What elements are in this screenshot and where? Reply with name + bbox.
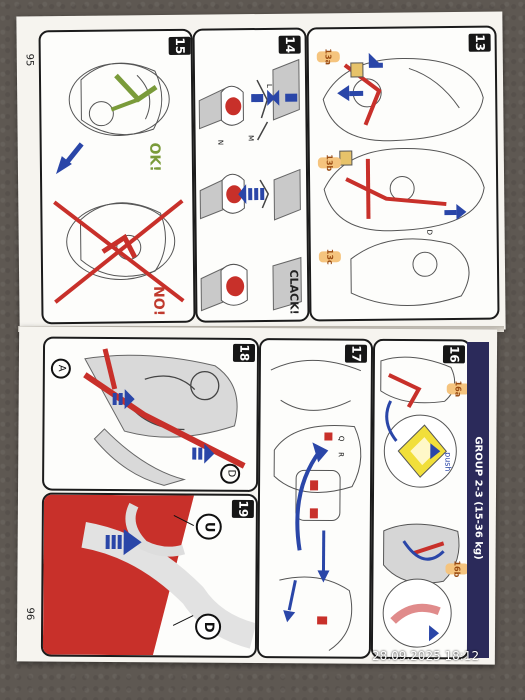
page-number: 96 — [23, 607, 36, 621]
panel-15-illustration — [53, 62, 185, 304]
group-header-bar — [467, 342, 489, 658]
letter-q: Q — [337, 435, 346, 442]
panel-14-illustration — [198, 58, 302, 312]
panel-18-illustration — [50, 348, 246, 486]
sub-step-13b: 13b — [317, 154, 341, 171]
letter-l: L — [265, 83, 274, 88]
step-number-badge: 14 — [278, 35, 301, 54]
clack-label: CLACK! — [287, 269, 301, 315]
letter-r: R — [336, 452, 345, 458]
letter-m: M — [246, 135, 255, 142]
step-number-badge: 15 — [168, 36, 191, 55]
no-label: NO! — [150, 285, 167, 317]
letter-u: U — [195, 513, 222, 540]
step-number-badge: 18 — [232, 343, 256, 362]
step-number-badge: 13 — [468, 33, 491, 52]
panel-14: 14 L M N CLACK! — [192, 27, 310, 323]
sub-step-13a: 13a — [316, 48, 340, 65]
step-number-badge: 17 — [344, 344, 368, 363]
letter-a: A — [55, 364, 67, 372]
panel-16: 16 16a 16b push — [370, 338, 472, 660]
letter-d: D — [225, 469, 237, 478]
letter-n: N — [216, 139, 225, 146]
panel-17-illustration — [270, 359, 362, 651]
manual-page-top: 95 15 OK! NO! — [16, 11, 506, 335]
sub-step-13c: 13c — [318, 249, 341, 265]
letter-d: D — [194, 613, 222, 640]
panel-17: 17 Q R — [256, 338, 374, 659]
manual-page-bottom: 96 18 — [16, 326, 498, 665]
photo-timestamp: 28.09.2025 18:12 — [372, 649, 480, 663]
panel-19-illustration — [42, 494, 257, 656]
group-label: GROUP 2-3 (15-36 kg) — [472, 436, 484, 560]
sub-step-16a: 16a — [446, 381, 470, 397]
letter-d: D — [425, 229, 434, 235]
panel-15: 15 OK! NO! — [38, 28, 196, 325]
page-number: 95 — [23, 53, 35, 67]
panel-18: 18 A D — [42, 336, 260, 493]
sub-step-16b: 16b — [445, 560, 469, 577]
panel-13: 13 13a 13b 13c D — [306, 25, 500, 322]
push-label: push — [443, 452, 453, 472]
panel-19: 19 U D — [40, 492, 259, 659]
panel-13-illustration — [322, 52, 485, 307]
panel-16-illustration — [380, 356, 460, 648]
ok-label: OK! — [146, 142, 163, 172]
step-number-badge: 19 — [231, 499, 254, 518]
step-number-badge: 16 — [442, 345, 466, 364]
